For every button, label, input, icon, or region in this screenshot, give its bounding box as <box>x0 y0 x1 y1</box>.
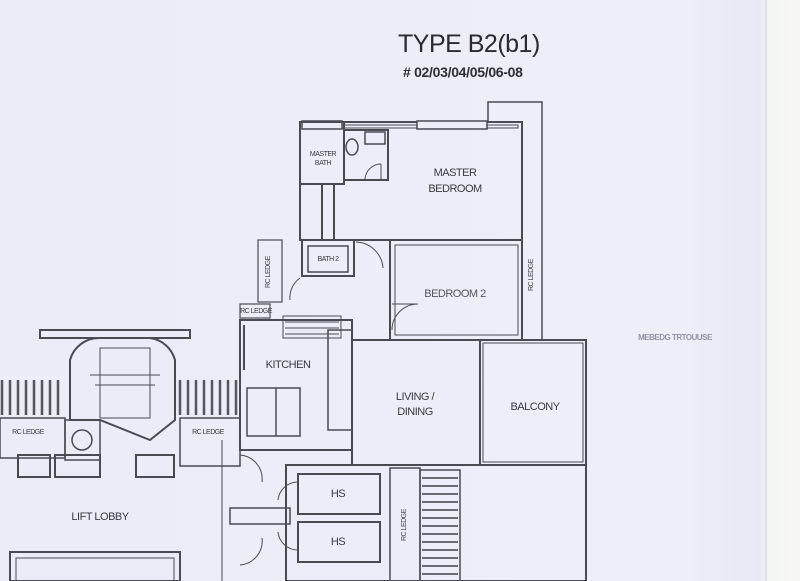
plan-title: TYPE B2(b1) <box>398 30 540 58</box>
rc-ledge-lobby-left-box <box>0 417 66 459</box>
rc-ledge-lobby-right-box <box>179 417 241 467</box>
label-rc-ledge-bedroom: RC LEDGE <box>528 259 535 291</box>
unit-numbers: # 02/03/04/05/06-08 <box>403 64 523 80</box>
label-bedroom-2: BEDROOM 2 <box>424 288 486 300</box>
label-master-bedroom-1: MASTER <box>433 167 477 179</box>
label-rc-ledge-kitchen-small: RC LEDGE <box>240 308 272 315</box>
hs-1 <box>297 473 381 515</box>
label-hs-2: HS <box>330 536 346 548</box>
label-hs-1: HS <box>330 488 346 500</box>
label-master-bath: MASTER BATH <box>309 151 337 167</box>
label-master-bedroom-2: BEDROOM <box>428 183 482 195</box>
label-rc-ledge-lobby-right: RC LEDGE <box>192 429 224 436</box>
label-rc-ledge-kitchen: RC LEDGE <box>265 256 272 288</box>
label-living-2: DINING <box>397 406 433 418</box>
label-rc-ledge-lobby-left: RC LEDGE <box>12 429 44 436</box>
label-balcony: BALCONY <box>510 401 560 413</box>
label-bath-2: BATH 2 <box>317 256 340 263</box>
label-living-1: LIVING / <box>395 391 435 403</box>
bath-2 <box>301 239 355 277</box>
label-kitchen: KITCHEN <box>265 359 311 371</box>
label-lift-lobby: LIFT LOBBY <box>71 511 129 523</box>
hs-2 <box>297 521 381 563</box>
label-rc-ledge-hs: RC LEDGE <box>401 509 408 541</box>
side-annotation: MEBEDG TRTOUUSE <box>638 333 712 342</box>
